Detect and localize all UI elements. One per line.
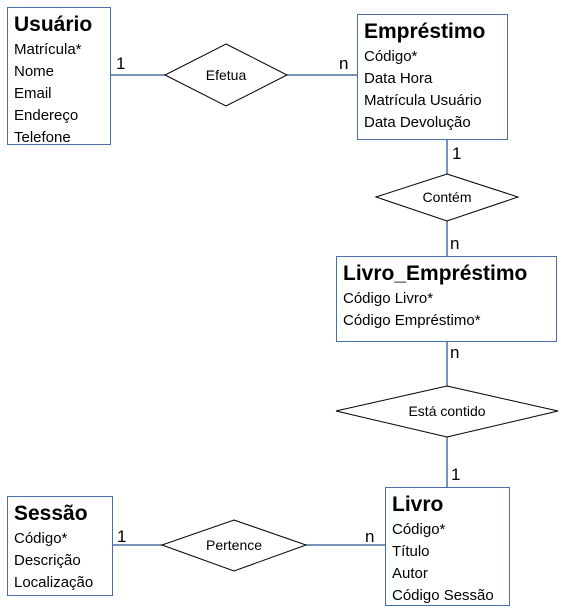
relationship-esta-contido-diamond [335,385,559,438]
entity-sessao-title: Sessão [14,502,88,525]
entity-livro-attributes: Código* Título Autor Código Sessão [392,519,503,607]
cardinality-efetua-usuario: 1 [116,54,126,73]
entity-livro-emprestimo: Livro_Empréstimo Código Livro* Código Em… [336,256,557,342]
entity-usuario-title: Usuário [14,13,93,36]
attribute-item: Código Empréstimo* [343,312,481,329]
cardinality-esta-contido-livro-emprestimo: n [450,343,460,362]
entity-livro: Livro Código* Título Autor Código Sessão [385,487,510,606]
relationship-efetua-label: Efetua [205,67,247,83]
attribute-item: Código* [364,48,418,65]
relationship-efetua-diamond [163,43,289,107]
entity-livro-emprestimo-title: Livro_Empréstimo [343,262,528,285]
attribute-item: Código Sessão [392,587,494,604]
entity-livro-emprestimo-attributes: Código Livro* Código Empréstimo* [343,288,550,332]
attribute-item: Autor [392,565,428,582]
attribute-item: Data Devolução [364,114,471,131]
attribute-item: Código Livro* [343,290,434,307]
cardinality-contem-emprestimo: 1 [452,144,462,163]
attribute-item: Endereço [14,107,79,124]
entity-emprestimo-title: Empréstimo [364,20,486,43]
entity-sessao: Sessão Código* Descrição Localização [7,496,113,596]
cardinality-pertence-livro: n [365,527,375,546]
relationship-pertence-label: Pertence [205,537,263,553]
relationship-esta-contido-label: Está contido [408,403,486,419]
relationship-contem-diamond [374,173,520,222]
entity-usuario-attributes: Matrícula* Nome Email Endereço Telefone [14,39,104,149]
entity-emprestimo-attributes: Código* Data Hora Matrícula Usuário Data… [364,46,501,134]
entity-emprestimo: Empréstimo Código* Data Hora Matrícula U… [357,14,508,140]
attribute-item: Código* [14,530,68,547]
attribute-item: Código* [392,521,446,538]
attribute-item: Matrícula Usuário [364,92,482,109]
entity-usuario: Usuário Matrícula* Nome Email Endereço T… [7,7,111,146]
attribute-item: Telefone [14,129,71,146]
attribute-item: Email [14,85,52,102]
attribute-item: Descrição [14,552,81,569]
cardinality-esta-contido-livro: 1 [451,465,461,484]
attribute-item: Data Hora [364,70,433,87]
cardinality-efetua-emprestimo: n [339,54,349,73]
relationship-pertence-diamond [160,519,308,572]
attribute-item: Matrícula* [14,41,82,58]
attribute-item: Localização [14,574,94,591]
cardinality-contem-livro-emprestimo: n [450,234,460,253]
relationship-contem-label: Contém [422,189,472,205]
entity-sessao-attributes: Código* Descrição Localização [14,528,106,594]
attribute-item: Título [392,543,430,560]
attribute-item: Nome [14,63,55,80]
cardinality-pertence-sessao: 1 [117,527,127,546]
entity-livro-title: Livro [392,493,444,516]
